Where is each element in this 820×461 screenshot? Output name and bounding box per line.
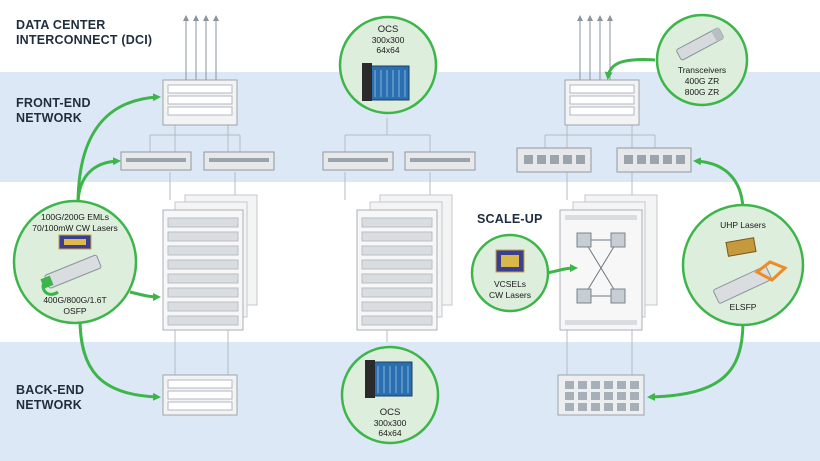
switch-ports xyxy=(126,158,470,162)
transceivers-callout: Transceivers 400G ZR 800G ZR xyxy=(655,13,749,107)
emls-line3: 400G/800G/1.6T xyxy=(43,295,106,305)
dci-label: DATA CENTER INTERCONNECT (DCI) xyxy=(16,18,152,48)
dci-label-line2: INTERCONNECT (DCI) xyxy=(16,33,153,47)
emls-line1: 100G/200G EMLs xyxy=(41,212,109,222)
ocs-top-line2: 300x300 xyxy=(372,35,405,45)
emls-line4: OSFP xyxy=(63,306,86,316)
back-end-switch-right xyxy=(557,374,645,416)
back-end-label: BACK-END NETWORK xyxy=(16,383,84,413)
emls-callout: 100G/200G EMLs 70/100mW CW Lasers 400G/8… xyxy=(12,199,138,325)
ocs-top-line3: 64x64 xyxy=(376,45,399,55)
front-end-label-line2: NETWORK xyxy=(16,111,82,125)
transceivers-line1: Transceivers xyxy=(678,65,726,75)
uhp-lasers-callout: UHP Lasers ELSFP xyxy=(681,203,805,327)
emls-line2: 70/100mW CW Lasers xyxy=(32,223,118,233)
transceivers-line3: 800G ZR xyxy=(685,87,720,97)
ocs-bottom-callout: OCS 300x300 64x64 xyxy=(340,345,440,445)
ocs-bottom-line3: 64x64 xyxy=(378,428,401,438)
back-end-router-left xyxy=(162,374,238,416)
front-end-label-line1: FRONT-END xyxy=(16,96,91,110)
ocs-bottom-line1: OCS xyxy=(380,407,401,418)
rack-stack-left xyxy=(162,194,258,331)
front-end-router-left xyxy=(162,79,238,126)
switch-ports-right xyxy=(524,155,685,164)
green-arrows xyxy=(76,58,745,401)
ocs-top-line1: OCS xyxy=(378,24,399,35)
back-end-label-line2: NETWORK xyxy=(16,398,82,412)
front-end-switches xyxy=(120,147,692,173)
uhp-line2: ELSFP xyxy=(730,302,757,312)
front-end-label: FRONT-END NETWORK xyxy=(16,96,91,126)
uhp-line1: UHP Lasers xyxy=(720,220,766,230)
vcsels-callout: VCSELs CW Lasers xyxy=(470,233,550,313)
transceivers-line2: 400G ZR xyxy=(685,76,720,86)
ocs-bottom-line2: 300x300 xyxy=(374,418,407,428)
vcsels-line2: CW Lasers xyxy=(489,290,531,300)
rack-stack-right xyxy=(559,194,658,331)
dci-uplink-arrows xyxy=(183,15,613,80)
rack-stack-middle xyxy=(356,194,453,331)
vcsels-line1: VCSELs xyxy=(494,279,526,289)
back-end-label-line1: BACK-END xyxy=(16,383,85,397)
ocs-top-callout: OCS 300x300 64x64 xyxy=(338,15,438,115)
scale-up-label: SCALE-UP xyxy=(477,212,543,226)
dci-label-line1: DATA CENTER xyxy=(16,18,106,32)
front-end-router-right xyxy=(564,79,640,126)
